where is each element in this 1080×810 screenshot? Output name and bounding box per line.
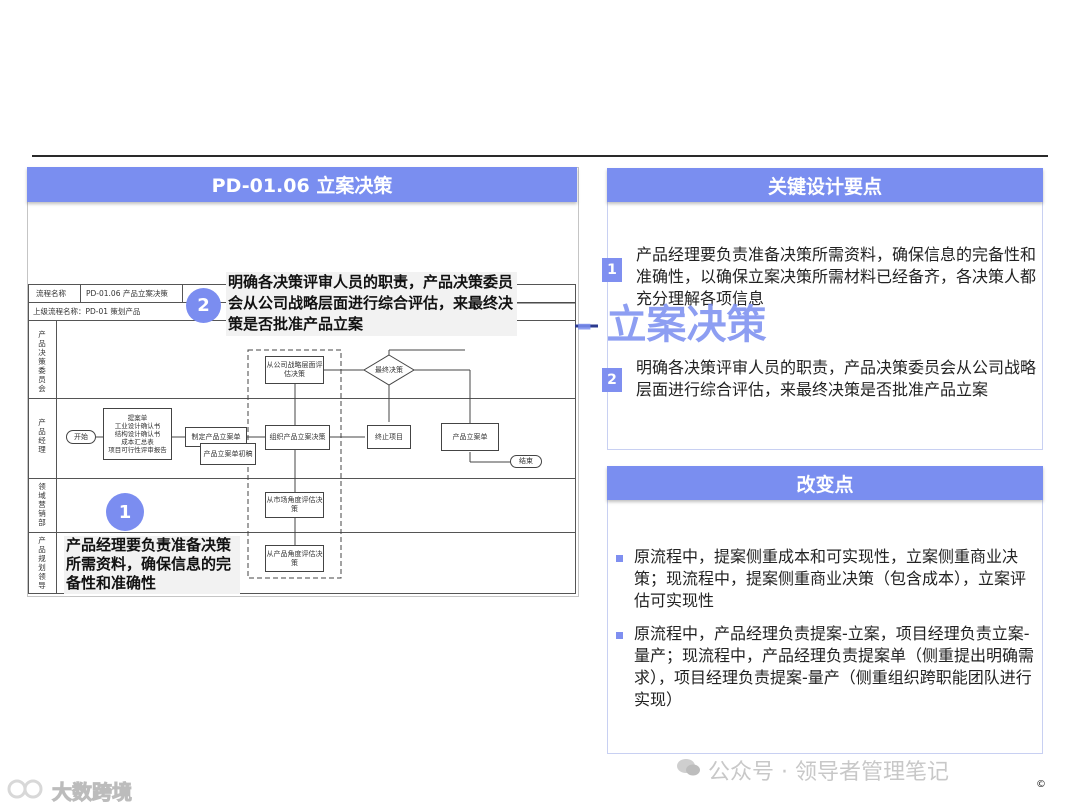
- copyright-mark: ©: [1036, 779, 1046, 790]
- flow-eval-market: 从市场角度评估决策: [265, 492, 324, 518]
- wechat-icon: [676, 757, 702, 777]
- key-point-number: 2: [602, 368, 622, 392]
- flow-start: 开始: [66, 430, 96, 444]
- lane-label: 领域营销部: [38, 482, 46, 527]
- key-points-title: 关键设计要点: [607, 168, 1043, 202]
- flow-final-decision: 最终决策: [375, 365, 403, 374]
- lane-divider: [28, 398, 576, 399]
- lane-label: 产品经理: [38, 418, 46, 454]
- flow-plan-draft: 产品立案单初稿: [200, 443, 256, 465]
- watermark-brand: 大数跨境: [52, 780, 133, 805]
- key-point-text: 明确各决策评审人员的职责，产品决策委员会从公司战略层面进行综合评估，来最终决策是…: [636, 358, 1037, 399]
- change-item-text: 原流程中，提案侧重成本和可实现性，立案侧重商业决策；现流程中，提案侧重商业决策（…: [634, 547, 1027, 610]
- flow-name-value: PD-01.06 产品立案决策: [86, 289, 168, 298]
- callout-1-text: 产品经理要负责准备决策所需资料，确保信息的完备性和准确性: [64, 536, 240, 594]
- bullet-icon: [616, 632, 623, 639]
- flow-terminate: 终止项目: [367, 425, 411, 449]
- flow-organize-decision: 组织产品立案决策: [265, 425, 330, 450]
- flow-header-col-divider: [182, 284, 183, 302]
- flow-header-col-divider: [80, 284, 81, 302]
- flow-decision-diamond: [363, 354, 415, 386]
- overlay-title: - 立案决策: [576, 302, 767, 348]
- bullet-icon: [616, 555, 623, 562]
- callout-number-badge: 2: [186, 288, 221, 323]
- flow-eval-product: 从产品角度评估决策: [265, 545, 324, 572]
- flow-end: 结束: [510, 455, 542, 468]
- lane-label-divider: [56, 320, 57, 594]
- watermark-account: 公众号 · 领导者管理笔记: [708, 760, 949, 785]
- changes-title: 改变点: [607, 466, 1043, 500]
- lane-divider: [28, 478, 576, 479]
- flow-eval-company: 从公司战略层面评估决策: [265, 356, 324, 384]
- callout-2-text: 明确各决策评审人员的职责，产品决策委员会从公司战略层面进行综合评估，来最终决策是…: [226, 272, 517, 336]
- lane-divider: [28, 532, 576, 533]
- lane-label: 产品规划领导: [38, 536, 46, 590]
- callout-number-badge: 1: [106, 493, 144, 531]
- flow-name-label: 流程名称: [36, 289, 66, 298]
- change-item-text: 原流程中，产品经理负责提案-立案，项目经理负责立案-量产；现流程中，产品经理负责…: [634, 624, 1035, 709]
- process-panel-title: PD-01.06 立案决策: [27, 167, 577, 202]
- parent-flow-label: 上级流程名称：PD-01 策划产品: [33, 307, 141, 316]
- key-point-number: 1: [602, 258, 622, 282]
- watermark-logo-icon: [6, 778, 46, 800]
- top-divider-line: [32, 155, 1048, 157]
- flow-doc-list: 提案单 工业设计确认书 结构设计确认书 成本汇总表 项目可行性评审报告: [103, 408, 172, 460]
- lane-label: 产品决策委员会: [38, 330, 46, 393]
- flow-plan-doc: 产品立案单: [441, 423, 499, 451]
- key-point-text: 产品经理要负责准备决策所需资料，确保信息的完备性和准确性，以确保立案决策所需材料…: [636, 245, 1037, 308]
